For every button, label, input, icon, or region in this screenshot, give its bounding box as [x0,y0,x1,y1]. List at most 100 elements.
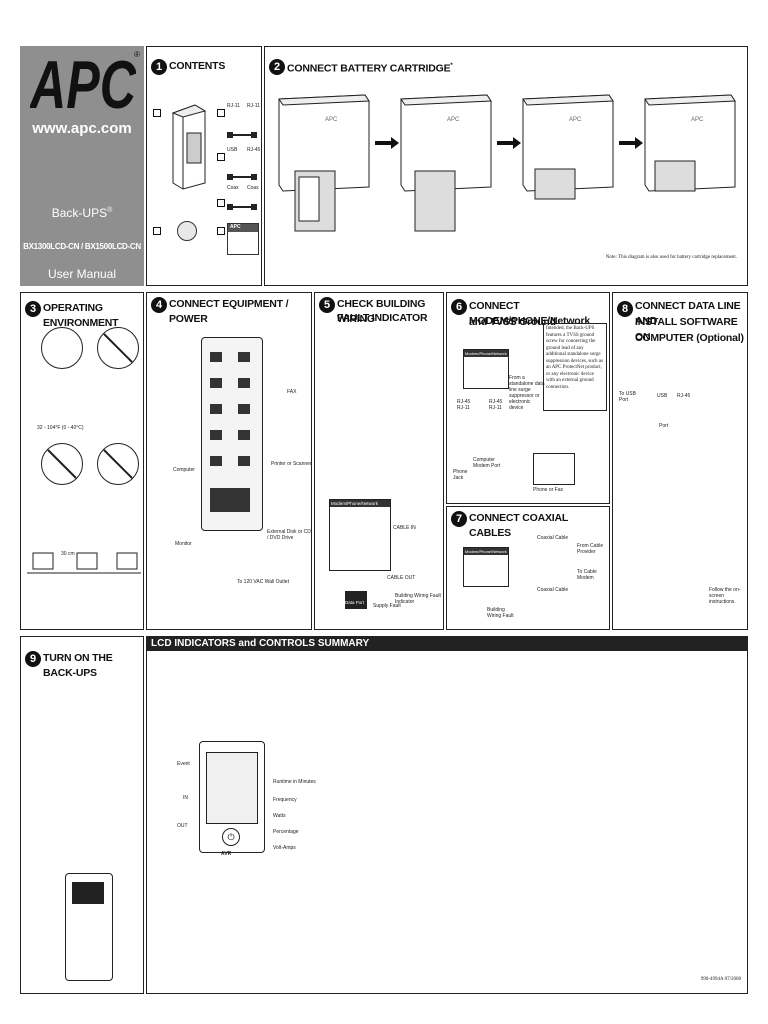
document-number: 990-4994A 07/2008 [700,977,741,982]
rj45-label: RJ-45 [247,147,261,153]
coax-label-a: Coax [227,185,239,191]
no-heat-icon [41,443,83,485]
software-title-line1: CONNECT DATA LINE AND [635,300,741,327]
battery-step-drawings: APC APC APC APC [275,91,745,251]
power-button-icon[interactable]: ⏻ [222,828,240,846]
coax-wiring-label: Building Wiring Fault [487,607,514,619]
drive-label: External Disk or CD / DVD Drive [267,529,311,541]
modem-title-line2: and TVSS Ground [469,316,556,328]
wiring-port-diagram: Modem/Phone/Network [329,499,391,571]
software-rj45-label: RJ-45 [677,393,691,399]
rj11-label-a: RJ-11 [227,103,240,109]
step-number-3: 3 [25,301,41,317]
from-cable-label: From Cable Provider [577,543,604,555]
step-number-1: 1 [151,59,167,75]
contents-panel: 1 CONTENTS RJ-11 RJ-11 USB RJ-45 Coax Co… [146,46,262,286]
coax-cable-label-b: Coaxial Cable [537,587,569,593]
checkbox-manual [217,227,225,235]
turn-on-title: TURN ON THE BACK-UPS [43,652,113,679]
battery-title: CONNECT BATTERY CARTRIDGE* [287,59,453,77]
software-panel: 8 CONNECT DATA LINE AND INSTALL SOFTWARE… [612,292,748,630]
document-type: User Manual [47,267,117,281]
wiring-title-line1: CHECK BUILDING WIRING [337,298,426,325]
registered-mark: ® [134,50,140,59]
coax-port-diagram: Modem/Phone/Network [463,547,509,587]
placement-drawing [27,539,141,609]
lcd-frequency-label: Frequency [273,797,297,803]
outlet-label: To 120 VAC Wall Outlet [237,579,289,585]
tvss-note: Intended, the Back-UPS features a TVSS g… [543,323,607,411]
manual-booklet-logo: APC [230,224,241,230]
lcd-runtime-label: Runtime in Minutes [273,779,316,785]
ups-rear-panel [201,337,263,531]
usb-cable-icon [227,167,257,180]
cover-panel: APC ® www.apc.com Back-UPS® BX1300LCD-CN… [20,46,144,286]
software-usb-label: USB [657,393,668,399]
modem-title-line1: CONNECT MODEM/PHONE/Network [469,300,591,327]
lcd-volt-amps-label: Volt-Amps [273,845,296,851]
lcd-display-diagram: ⏻ [199,741,265,853]
usb-port-label: To USB Port [619,391,636,403]
temperature-range: 32 - 104°F (0 - 40°C) [37,425,84,431]
rj11-cable-icon [227,125,257,138]
battery-note: Note: This diagram is also used for batt… [605,255,737,260]
rj11-label-a: RJ-11 [457,405,470,411]
step-number-8: 8 [617,301,633,317]
to-cable-label: To Cable Modem [577,569,597,581]
no-water-icon [97,443,139,485]
checkbox-ups [153,109,161,117]
checkbox-cd [153,227,161,235]
wiring-text [321,329,439,473]
lcd-event-label: Event [177,761,190,767]
rj45-label-b: RJ-45 [489,399,503,405]
battery-title-text: CONNECT BATTERY CARTRIDGE [287,62,451,75]
svg-text:APC: APC [30,52,136,114]
no-sun-icon [97,327,139,369]
manual-booklet: APC [227,223,259,255]
manual-booklet-band [228,224,258,232]
battery-title-note: * [450,63,453,69]
model-numbers: BX1300LCD-CN / BX1500LCD-CN [23,242,141,251]
coax-cable-label-a: Coaxial Cable [537,535,569,541]
phone-icon [533,453,575,485]
step-number-6: 6 [451,299,467,315]
front-panel-screen [72,882,104,904]
lcd-watts-label: Watts [273,813,286,819]
turn-on-text [25,673,141,889]
software-steps [619,441,743,571]
product-mark: ® [107,207,113,214]
lcd-title-bar: LCD INDICATORS and CONTROLS SUMMARY [147,637,747,651]
software-title-line2: INSTALL SOFTWARE ON [635,316,738,343]
printer-label: Printer or Scanner [271,461,312,467]
svg-text:APC: APC [447,117,460,123]
step-number-2: 2 [269,59,285,75]
data-port-label: Data Port [345,600,365,605]
lcd-column-3-text [465,665,605,991]
svg-text:APC: APC [569,117,582,123]
data-port-box: Data Port [345,591,367,609]
apc-logo: APC [29,47,137,123]
contents-title: CONTENTS [169,60,226,72]
cable-in-label: CABLE IN [393,525,416,531]
svg-text:APC: APC [691,117,704,123]
svg-text:APC: APC [325,117,338,123]
battery-panel: 2 CONNECT BATTERY CARTRIDGE* APC A [264,46,748,286]
product-name: Back-UPS® [20,206,144,220]
website-url: www.apc.com [32,120,132,137]
turn-on-panel: 9 TURN ON THE BACK-UPS [20,636,144,994]
environment-title: OPERATING ENVIRONMENT [43,302,119,329]
fax-label: FAX [287,389,297,395]
modem-panel: 6 CONNECT MODEM/PHONE/Network and TVSS G… [446,292,610,504]
modem-port-diagram: Modem/Phone/Network [463,349,509,389]
equipment-title: CONNECT EQUIPMENT / POWER [169,298,289,325]
cd-disc-icon [177,221,197,241]
cable-out-label: CABLE OUT [387,575,416,581]
step-number-4: 4 [151,297,167,313]
checkbox-rj11 [217,109,225,117]
lcd-power-onoff-text [151,935,309,989]
lcd-column-1-text [151,667,309,731]
modem-port-header: Modem/Phone/Network [464,350,508,357]
environment-panel: 3 OPERATING ENVIRONMENT 32 - 104°F (0 - … [20,292,144,630]
coax-cable-icon [227,197,257,210]
rj45-label-a: RJ-45 [457,399,471,405]
